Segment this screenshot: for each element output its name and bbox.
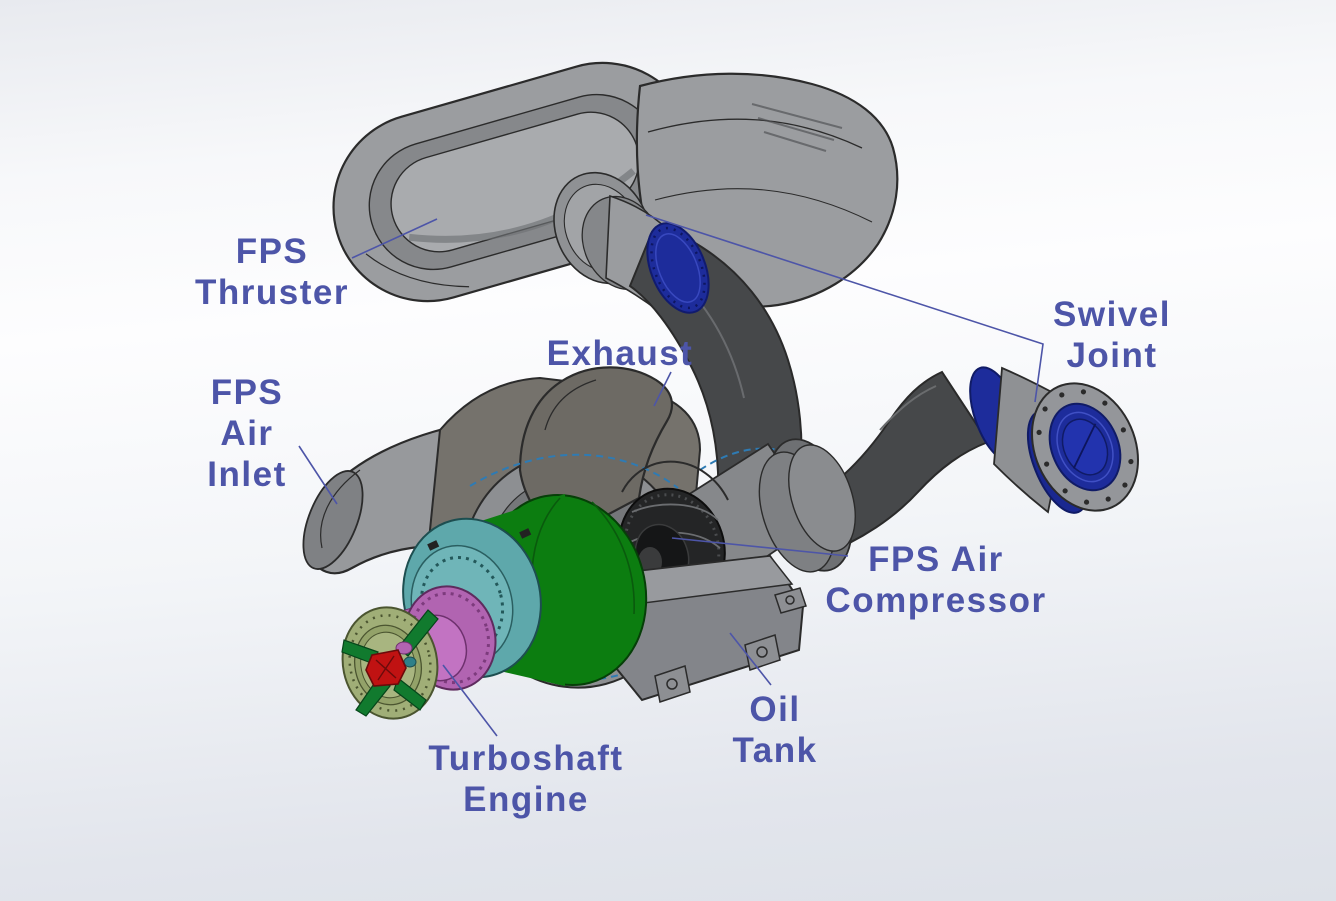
engraved-marks	[751, 103, 843, 152]
leader-line-exhaust	[653, 371, 672, 407]
label-fps-air-compressor: FPS Air Compressor	[825, 540, 1047, 620]
leader-lines	[298, 214, 1044, 737]
label-fps-thruster: FPS Thruster	[195, 232, 349, 312]
leader-line-thruster	[351, 218, 438, 259]
leader-line-oil-tank	[729, 632, 772, 686]
leader-line-turboshaft-engine	[442, 664, 498, 737]
swivel-joint-model	[969, 366, 1139, 514]
leader-line-air-compressor	[671, 537, 849, 557]
label-oil-tank: Oil Tank	[732, 690, 818, 770]
leader-line-swivel-joint	[645, 214, 1044, 403]
leader-line-air-inlet	[298, 445, 338, 505]
label-fps-air-inlet: FPS Air Inlet	[207, 373, 287, 494]
turboshaft-engine-model	[341, 493, 648, 720]
compressor-collar-model	[758, 438, 856, 573]
thruster-model	[332, 61, 899, 314]
label-swivel-joint: Swivel Joint	[1053, 295, 1171, 375]
label-exhaust: Exhaust	[546, 334, 694, 373]
label-turboshaft-engine: Turboshaft Engine	[428, 739, 624, 819]
thruster-flange-model	[646, 222, 710, 314]
